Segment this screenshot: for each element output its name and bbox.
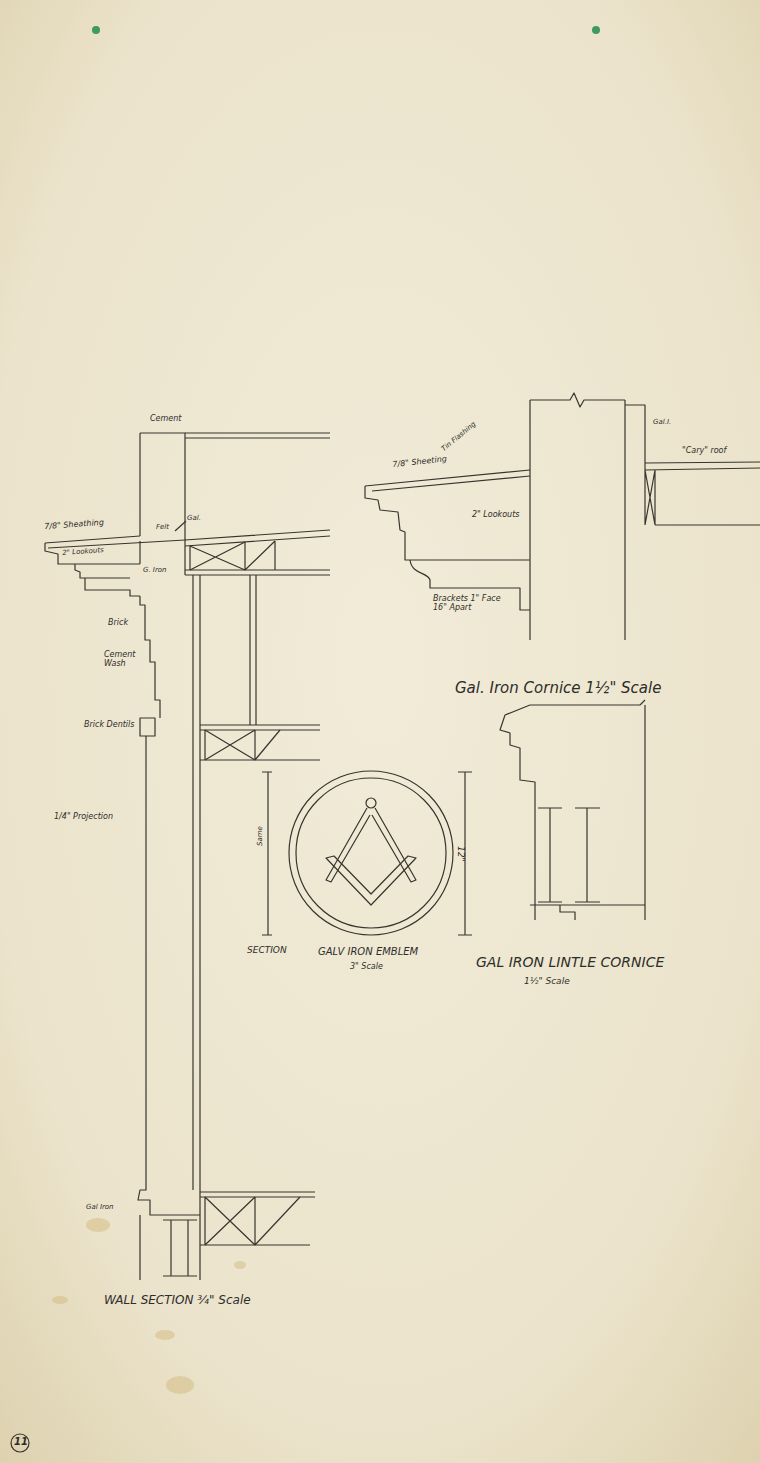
note-label: Brick — [108, 618, 128, 627]
note-label: Cement — [150, 414, 181, 423]
note-label: "Cary" roof — [682, 446, 726, 455]
sheet-number: 11 — [14, 1436, 28, 1448]
note-label: 1½" Scale — [524, 976, 570, 986]
pin — [592, 26, 600, 34]
note-label: 3" Scale — [350, 962, 383, 971]
note-label: Tin Flashing — [440, 420, 477, 453]
note-label: G. Iron — [143, 566, 167, 574]
drawing-title: WALL SECTION ¾" Scale — [104, 1294, 251, 1308]
drawing-title: GAL IRON LINTLE CORNICE — [476, 954, 664, 970]
dimension-label: Same — [256, 826, 264, 846]
note-label: Felt — [156, 523, 169, 531]
linework — [11, 393, 760, 1452]
note-label: Gal Iron — [86, 1203, 114, 1211]
note-label: 2" Lookouts — [472, 510, 519, 519]
drawing-title: Gal. Iron Cornice 1½" Scale — [455, 680, 661, 697]
dimension-label: 12" — [456, 846, 466, 862]
note-label: Cement Wash — [104, 650, 138, 668]
note-label: SECTION — [247, 945, 287, 955]
note-label: Gal. — [187, 514, 201, 522]
note-label: 2" Lookouts — [62, 546, 104, 557]
note-label: Gal.I. — [653, 418, 671, 426]
note-label: Brick Dentils — [84, 720, 134, 729]
note-label: 7/8" Sheathing — [44, 518, 104, 531]
note-label: 1/4" Projection — [54, 812, 113, 821]
note-label: 7/8" Sheeting — [392, 454, 447, 469]
note-label: Brackets 1" Face 16" Apart — [433, 594, 513, 612]
pin — [92, 26, 100, 34]
drawing-title: GALV IRON EMBLEM — [318, 946, 418, 958]
